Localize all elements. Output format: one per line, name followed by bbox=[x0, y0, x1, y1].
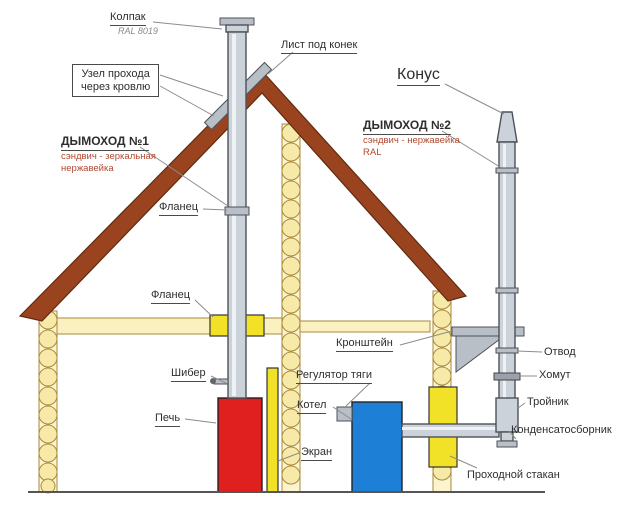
chimney1-flange-collar bbox=[224, 206, 250, 216]
damper-knob bbox=[210, 378, 216, 384]
chimney1-cap-top bbox=[219, 17, 255, 26]
label-bracket-text: Кронштейн bbox=[336, 337, 393, 352]
chimney2-cone bbox=[496, 111, 518, 143]
label-chimney2: ДЫМОХОД №2 сэндвич - нержавейка RAL bbox=[363, 118, 460, 159]
label-chimney1-title: ДЫМОХОД №1 bbox=[61, 134, 149, 151]
label-chimney2-sub1: сэндвич - нержавейка bbox=[363, 134, 460, 146]
elbow-joint bbox=[495, 347, 519, 354]
ceiling-beam-right bbox=[299, 320, 431, 333]
label-chimney1-sub2: нержавейка bbox=[61, 162, 114, 174]
stove-body bbox=[217, 397, 263, 493]
chimney2-pipe bbox=[498, 141, 516, 405]
horizontal-flue-highlight bbox=[402, 427, 499, 430]
label-cap-text: Колпак bbox=[110, 11, 146, 26]
label-cap-sub: RAL 8019 bbox=[118, 26, 158, 36]
label-draft-regulator: Регулятор тяги bbox=[296, 369, 372, 384]
label-boiler: Котел bbox=[297, 399, 327, 414]
chimney2-joint-2 bbox=[495, 287, 519, 294]
label-cone: Конус bbox=[397, 66, 440, 87]
chimney2-joint-1 bbox=[495, 167, 519, 174]
label-boiler-text: Котел bbox=[297, 399, 327, 414]
bracket-brace bbox=[455, 335, 506, 373]
label-screen-text: Экран bbox=[301, 446, 333, 461]
label-chimney1-sub1: сэндвич - зеркальная bbox=[61, 150, 156, 162]
label-chimney1: ДЫМОХОД №1 сэндвич - зеркальная нержавей… bbox=[61, 134, 156, 175]
leader-lines bbox=[139, 21, 543, 469]
left-wall-logs bbox=[38, 310, 58, 494]
chimney2-highlight bbox=[503, 144, 506, 402]
label-screen: Экран bbox=[301, 446, 333, 461]
middle-wall-logs bbox=[281, 123, 301, 493]
pipe-clamp bbox=[493, 372, 521, 381]
label-clamp: Хомут bbox=[539, 369, 571, 381]
label-wall-sleeve: Проходной стакан bbox=[467, 469, 560, 481]
label-flange-upper: Фланец bbox=[159, 201, 199, 216]
label-condensate: Конденсатосборник bbox=[511, 424, 612, 436]
label-flange-upper-text: Фланец bbox=[159, 201, 199, 216]
label-ridge-sheet: Лист под конек bbox=[281, 39, 358, 54]
label-roof-passage: Узел прохода через кровлю bbox=[72, 64, 160, 98]
label-draft-regulator-text: Регулятор тяги bbox=[296, 369, 372, 384]
label-stove-text: Печь bbox=[155, 412, 181, 427]
label-stove: Печь bbox=[155, 412, 181, 427]
label-chimney2-sub2: RAL bbox=[363, 146, 382, 158]
label-roof-passage-line2: через кровлю bbox=[81, 80, 151, 93]
label-damper: Шибер bbox=[171, 367, 206, 382]
label-bracket: Кронштейн bbox=[336, 337, 393, 352]
label-elbow: Отвод bbox=[544, 346, 576, 358]
label-cap: Колпак bbox=[110, 11, 146, 26]
horizontal-flue-pipe bbox=[401, 423, 500, 438]
label-ridge-sheet-text: Лист под конек bbox=[281, 39, 358, 54]
label-cone-text: Конус bbox=[397, 66, 440, 87]
boiler-body bbox=[351, 401, 403, 493]
label-damper-text: Шибер bbox=[171, 367, 206, 382]
draft-regulator-device bbox=[336, 406, 353, 422]
label-roof-passage-line1: Узел прохода bbox=[81, 68, 150, 80]
label-flange-lower: Фланец bbox=[151, 289, 191, 304]
condensate-cup bbox=[496, 440, 518, 448]
label-flange-lower-text: Фланец bbox=[151, 289, 191, 304]
label-tee: Тройник bbox=[527, 396, 569, 408]
damper-handle bbox=[213, 378, 229, 385]
heat-screen bbox=[266, 367, 279, 493]
label-chimney2-title: ДЫМОХОД №2 bbox=[363, 118, 451, 135]
chimney1-cap-neck bbox=[225, 24, 249, 33]
